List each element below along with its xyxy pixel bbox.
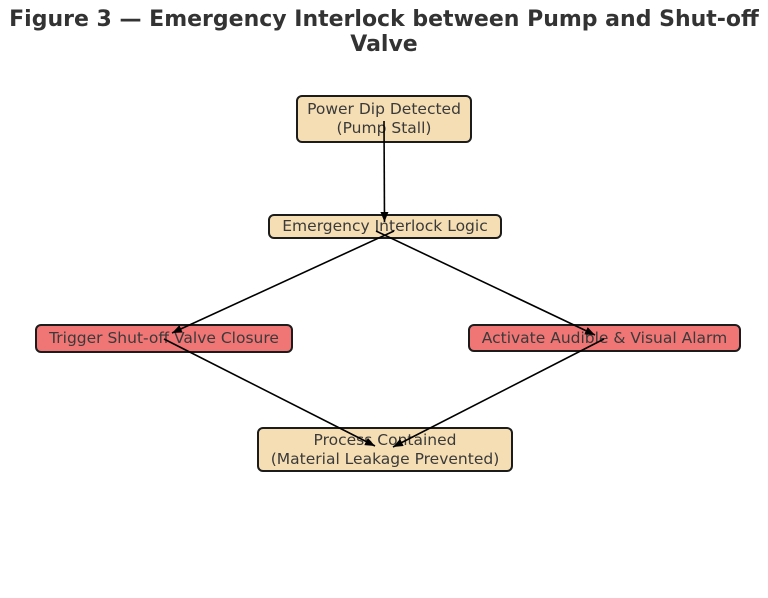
node-label: Trigger Shut-off Valve Closure — [49, 329, 279, 347]
node-label: (Pump Stall) — [336, 119, 432, 137]
arrow-interlock-to-valve — [171, 230, 395, 334]
arrow-interlock-to-alarm — [375, 230, 596, 336]
figure-title: Figure 3 — Emergency Interlock between P… — [9, 7, 759, 57]
node-label: Power Dip Detected — [307, 100, 461, 118]
node-label: Emergency Interlock Logic — [282, 217, 488, 235]
node-power-dip: Power Dip Detected (Pump Stall) — [296, 95, 472, 143]
node-process-contained: Process Contained (Material Leakage Prev… — [257, 427, 513, 472]
node-label: Process Contained — [313, 430, 457, 449]
node-interlock-logic: Emergency Interlock Logic — [268, 214, 502, 239]
node-valve-closure: Trigger Shut-off Valve Closure — [35, 324, 293, 353]
node-label: (Material Leakage Prevented) — [270, 449, 500, 468]
node-label: Activate Audible & Visual Alarm — [481, 328, 728, 347]
node-alarm: Activate Audible & Visual Alarm — [468, 324, 741, 352]
